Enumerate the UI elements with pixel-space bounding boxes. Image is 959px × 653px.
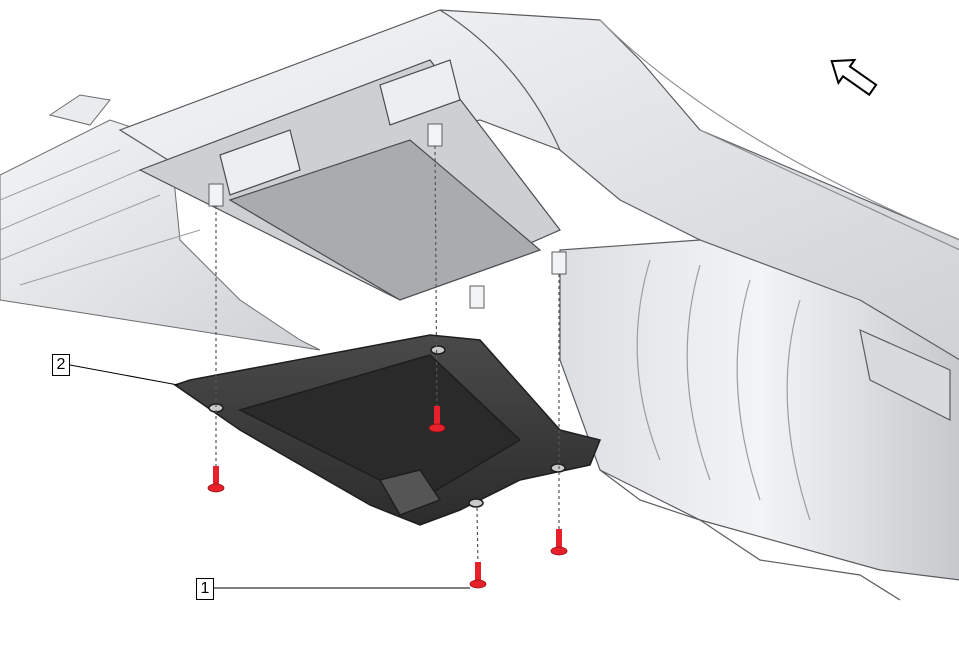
blower-duct — [559, 239, 959, 601]
fastener-3 — [550, 529, 568, 556]
callout-label-1: 1 — [196, 578, 214, 600]
fastener-4 — [469, 562, 487, 589]
fastener-1 — [207, 466, 225, 493]
callout-label-2: 2 — [52, 354, 70, 376]
fastener-2 — [428, 406, 446, 433]
forward-arrow-icon — [830, 58, 878, 97]
fastener-group — [207, 406, 568, 589]
mounting-recess — [138, 59, 561, 301]
leader-lines — [69, 364, 470, 589]
standoffs — [208, 123, 567, 309]
bracket-part — [173, 334, 602, 526]
alignment-lines — [215, 145, 560, 569]
